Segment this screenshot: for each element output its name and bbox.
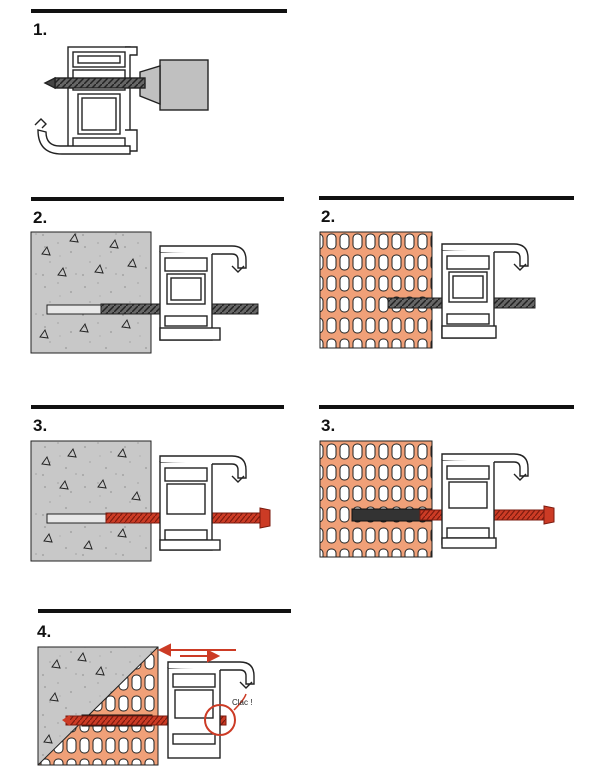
- section-rule: [319, 196, 574, 200]
- section-rule: [31, 9, 287, 13]
- clac-label: Clac !: [232, 698, 252, 707]
- section-rule: [31, 405, 284, 409]
- step2-brick-illustration: [319, 231, 536, 349]
- step3-concrete-illustration: [30, 440, 271, 562]
- step3-brick-illustration: [319, 440, 555, 558]
- step1-illustration: [34, 46, 209, 155]
- step-number: 3.: [33, 416, 48, 435]
- step-number: 4.: [37, 622, 52, 641]
- step2-concrete-illustration: [30, 231, 259, 354]
- section-rule: [319, 405, 574, 409]
- step-number: 2.: [321, 207, 336, 226]
- section-rule: [38, 609, 291, 613]
- step-number: 1.: [33, 20, 48, 39]
- step-number: 2.: [33, 208, 48, 227]
- section-rule: [31, 197, 284, 201]
- step4-illustration: Clac !: [37, 643, 255, 766]
- step-number: 3.: [321, 416, 336, 435]
